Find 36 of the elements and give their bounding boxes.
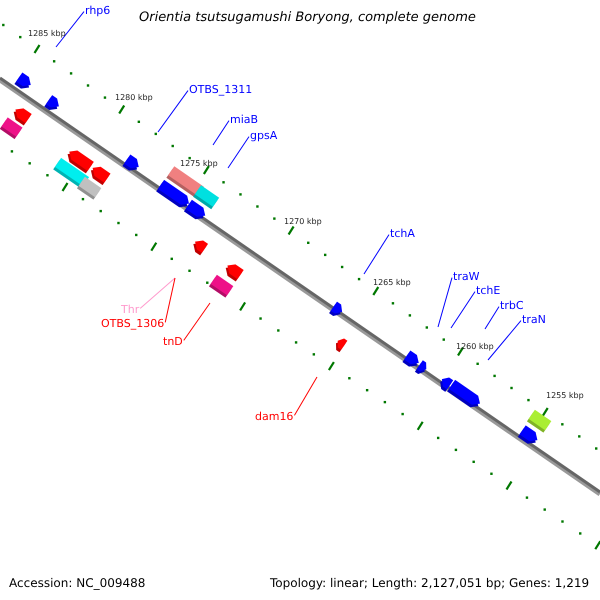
gene-label: tnD <box>163 336 183 347</box>
tick-label: 1275 kbp <box>180 160 218 168</box>
footer-text: Topology: linear; Length: 2,127,051 bp; Genes: 1,219 <box>270 577 590 589</box>
leader-line <box>56 11 84 48</box>
leader-line <box>164 278 176 323</box>
gene-label: OTBS_1311 <box>189 84 252 95</box>
leader-line <box>364 234 390 274</box>
gene-label: miaB <box>230 114 258 125</box>
leader-line <box>212 120 230 146</box>
tick-label: 1285 kbp <box>28 30 66 38</box>
title: Orientia tsutsugamushi Boryong, complete genome <box>139 11 476 24</box>
tick-label: 1265 kbp <box>373 279 411 287</box>
gene-label: Thr <box>121 304 140 315</box>
footer-text: Accession: NC_009488 <box>9 577 146 589</box>
leader-line <box>438 277 452 328</box>
gene-label: traW <box>453 271 480 282</box>
tick-label: 1270 kbp <box>284 218 322 226</box>
gene-label: gpsA <box>250 130 278 141</box>
gene-label: tchA <box>390 228 415 239</box>
gene-label: traN <box>522 314 546 325</box>
gene-label: tchE <box>476 285 500 296</box>
leader-line <box>228 136 250 168</box>
leader-line <box>294 376 318 416</box>
leader-line <box>450 291 476 328</box>
gene-label: trbC <box>500 300 524 311</box>
leader-line <box>484 306 500 330</box>
tick-label: 1255 kbp <box>546 392 584 400</box>
leader-line <box>183 302 210 341</box>
leader-line <box>158 90 188 132</box>
tick-label: 1260 kbp <box>456 343 494 351</box>
tick-label: 1280 kbp <box>115 94 153 102</box>
gene-label: rhp6 <box>85 5 110 16</box>
gene-label: OTBS_1306 <box>101 318 164 329</box>
leader-line <box>140 278 176 309</box>
gene-label: dam16 <box>255 411 294 422</box>
leader-line <box>488 320 522 360</box>
